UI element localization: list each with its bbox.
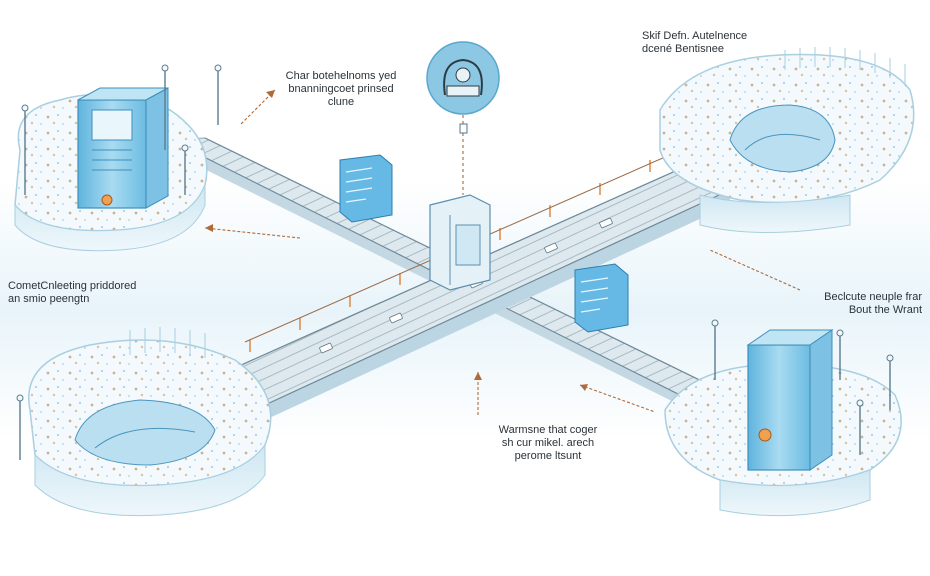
callout-right: Beclcute neuple frar Bout the Wrant — [824, 291, 922, 316]
island-northwest — [14, 64, 222, 252]
ice-mound-southwest — [74, 399, 216, 466]
callout-top-center: Char botehelnoms yed bnanningcoet prinse… — [285, 70, 397, 108]
info-panel-north — [339, 154, 393, 223]
pipeline-junction-icon — [426, 41, 500, 115]
control-tower-northwest — [77, 87, 169, 209]
center-gateway — [429, 194, 491, 291]
island-southwest — [16, 327, 272, 517]
island-northeast — [659, 47, 915, 233]
callout-bottom-center: Warmsne that coger sh cur mikel. arech p… — [498, 424, 598, 462]
ice-mound-northeast — [729, 104, 836, 173]
callout-top-right: Skif Defn. Autelnence dcené Bentisnee — [642, 30, 748, 55]
callout-left: CometCnleeting priddored an smio peengtn — [8, 280, 137, 305]
control-tower-southeast — [746, 329, 834, 471]
info-panel-south — [574, 263, 629, 333]
island-southeast — [664, 319, 902, 517]
